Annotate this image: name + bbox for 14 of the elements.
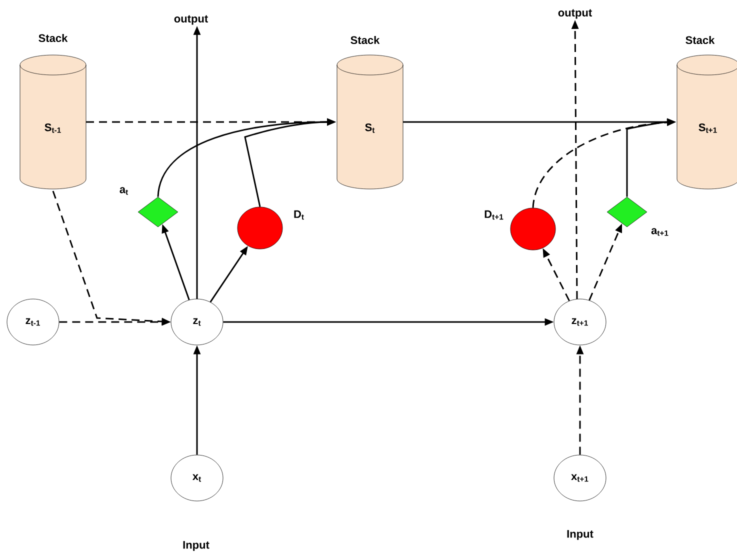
node-label: a$_{t+1}$ <box>651 228 668 236</box>
stack-label: Stack <box>686 36 715 44</box>
stack-label: Stack <box>38 34 68 42</box>
stack-label: Stack <box>350 36 380 44</box>
node-label: D$_{t+1}$ <box>484 210 504 220</box>
input-label: Input <box>567 530 594 540</box>
output-label: output <box>558 9 592 19</box>
node-label: a$_{t}$ <box>120 187 128 195</box>
input-label: Input <box>183 541 210 551</box>
cylinder: S$_{t+1}$ <box>676 54 737 190</box>
cylinder: S$_{t-1}$ <box>20 54 86 190</box>
cylinder: S$_{t}$ <box>336 54 404 190</box>
output-label: output <box>174 15 208 25</box>
node-label: D$_{t}$ <box>294 210 304 220</box>
